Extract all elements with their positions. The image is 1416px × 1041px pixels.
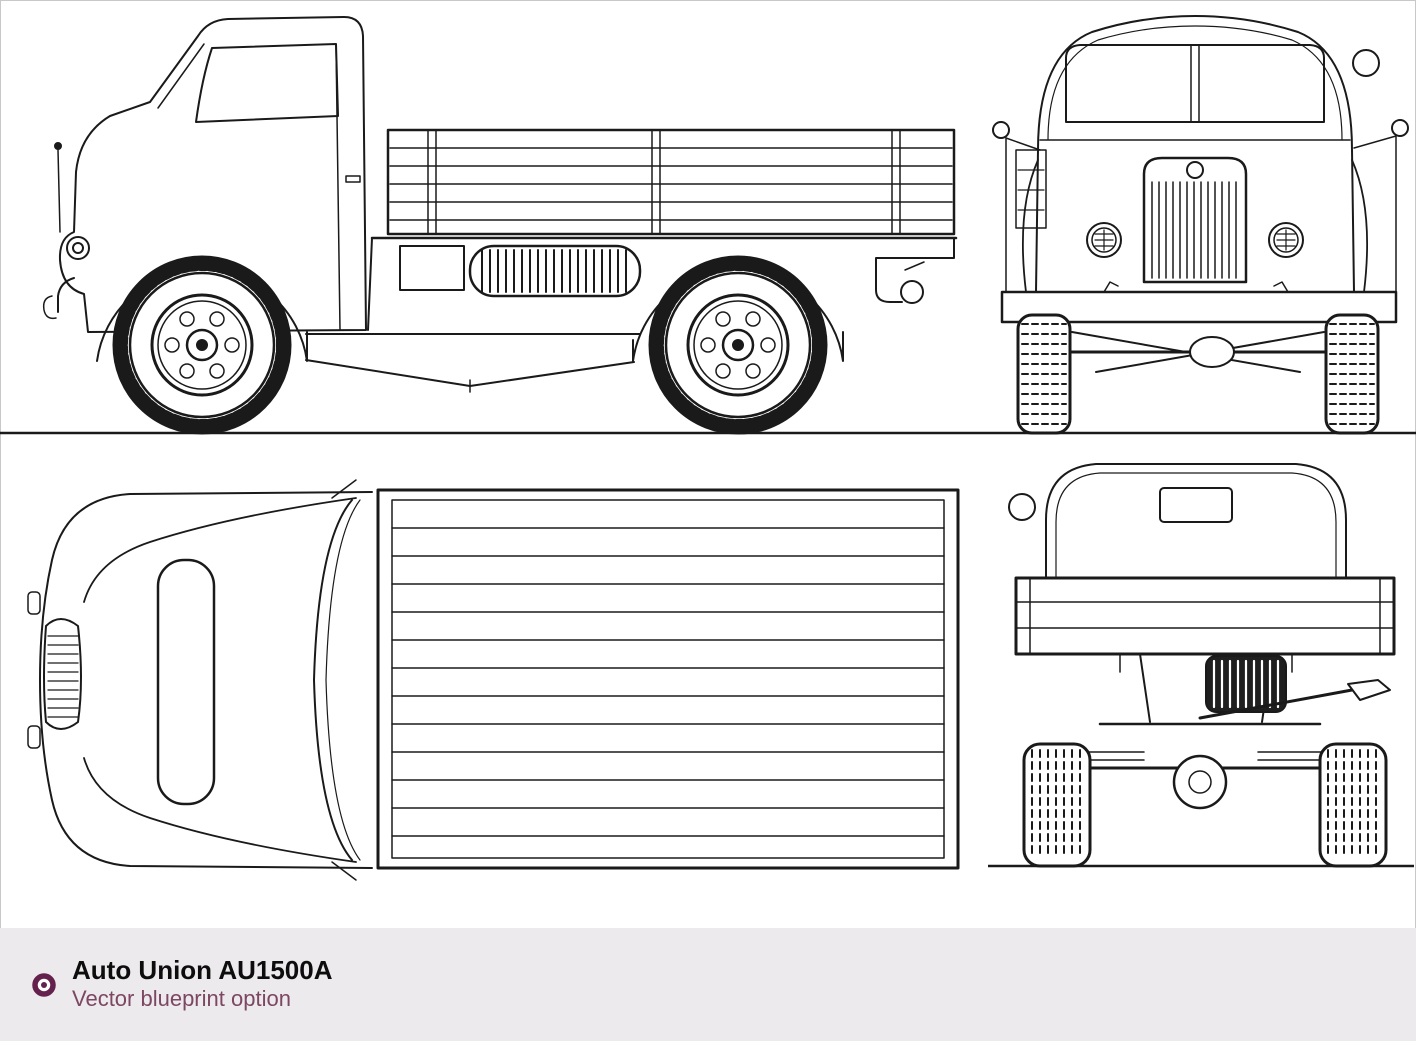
differential-rear	[1172, 754, 1228, 810]
blueprint-title: Auto Union AU1500A	[72, 955, 333, 986]
windshield-plan	[313, 499, 353, 861]
ring-bullet-icon	[32, 972, 56, 997]
mirror-head	[1008, 493, 1036, 521]
top-view-drawing	[27, 479, 960, 881]
caption-area: Auto Union AU1500A Vector blueprint opti…	[0, 928, 1416, 1041]
rear-view-wheel-left	[1022, 742, 1092, 868]
cab-plan-outline	[39, 491, 373, 869]
front-view-drawing	[992, 15, 1409, 435]
tow-hook	[875, 237, 955, 303]
front-view-wheel-left	[1016, 313, 1072, 435]
rear-view-drawing	[1008, 463, 1396, 868]
blackout-light	[1352, 49, 1380, 77]
blueprint-subtitle: Vector blueprint option	[72, 986, 291, 1012]
blueprint-drawing	[0, 15, 1416, 881]
front-wheel	[112, 255, 292, 435]
grille	[1142, 156, 1248, 284]
antenna	[57, 149, 61, 233]
rear-wheel	[648, 255, 828, 435]
under-bed-box	[399, 245, 465, 291]
rear-view-wheel-right	[1318, 742, 1388, 868]
grille-badge	[1186, 161, 1204, 179]
cab-rear-outline	[1045, 463, 1347, 583]
headlight	[66, 236, 90, 260]
spare-wheel-rear	[1205, 655, 1287, 713]
mirror-right	[1353, 135, 1397, 297]
door-seam	[335, 43, 341, 331]
mirror-left	[1005, 137, 1041, 297]
grille-plan	[43, 618, 82, 730]
spare-wheel-side	[468, 244, 642, 298]
cab-front-outline	[1035, 15, 1355, 293]
bed-plan	[376, 488, 960, 870]
side-window	[195, 43, 339, 123]
bed-rear-panel	[1014, 576, 1396, 656]
front-view-wheel-right	[1324, 313, 1380, 435]
side-view-drawing	[42, 16, 958, 435]
front-hook	[42, 295, 57, 320]
tow-bar	[1198, 688, 1354, 720]
roof-hatch	[156, 558, 216, 806]
differential	[1189, 336, 1235, 368]
cab-outline	[58, 16, 367, 333]
headlight-right	[1268, 222, 1304, 258]
headlight-left	[1086, 222, 1122, 258]
caption-text: Auto Union AU1500A Vector blueprint opti…	[72, 955, 333, 1012]
windshield	[1065, 44, 1325, 123]
bed-side	[386, 128, 956, 236]
front-bumper	[57, 277, 75, 313]
rear-window	[1159, 487, 1233, 523]
door-handle	[345, 175, 361, 183]
